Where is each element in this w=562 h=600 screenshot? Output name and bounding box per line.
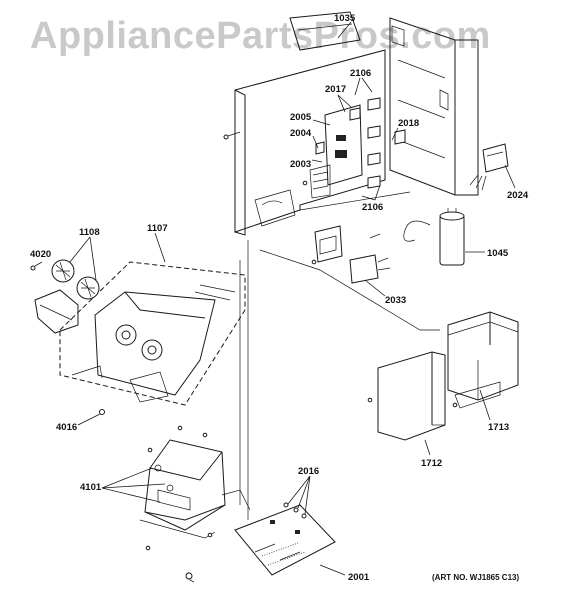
mounting-bracket [30,265,79,334]
callout-2018: 2018 [398,118,419,129]
loose-screws [145,180,458,583]
run-capacitor [403,208,465,266]
callout-2106-bottom: 2106 [362,202,383,213]
start-relay [349,233,391,297]
callout-2016: 2016 [298,466,319,477]
screw [99,409,105,415]
callout-1045: 1045 [487,248,509,259]
assembly-guide-lines [239,191,440,520]
callout-2024: 2024 [507,190,529,201]
control-box [447,311,519,409]
fan-housing-assembly [59,261,246,406]
callout-4101: 4101 [80,482,102,493]
callout-1108: 1108 [79,227,100,238]
mounting-panel [223,11,406,236]
callout-labels: 1035 2106 2017 2005 2018 2004 2003 2024 … [30,13,529,583]
callout-leaders [34,21,491,515]
relay-bracket [314,225,343,263]
callout-2004: 2004 [290,128,312,139]
callout-1713: 1713 [488,422,509,433]
callout-2005: 2005 [290,112,312,123]
callout-4016: 4016 [56,422,77,433]
callout-1712: 1712 [421,458,442,469]
fan-blades [51,259,100,300]
watermark: AppliancePartsPros.com [30,15,491,57]
control-box-housing [389,17,479,196]
callout-2003: 2003 [290,159,311,170]
cover-panel [377,351,446,441]
callout-2033: 2033 [385,295,406,306]
callout-4020: 4020 [30,249,51,260]
callout-2001: 2001 [348,572,370,583]
lower-bracket [139,439,226,539]
callout-2017: 2017 [325,84,346,95]
board-standoffs [283,502,307,519]
callout-1035: 1035 [334,13,356,24]
callout-1107: 1107 [147,223,168,234]
control-board [221,489,346,576]
callout-2106-top: 2106 [350,68,371,79]
art-number: (ART NO. WJ1865 C13) [432,573,519,582]
transformer [469,143,516,191]
